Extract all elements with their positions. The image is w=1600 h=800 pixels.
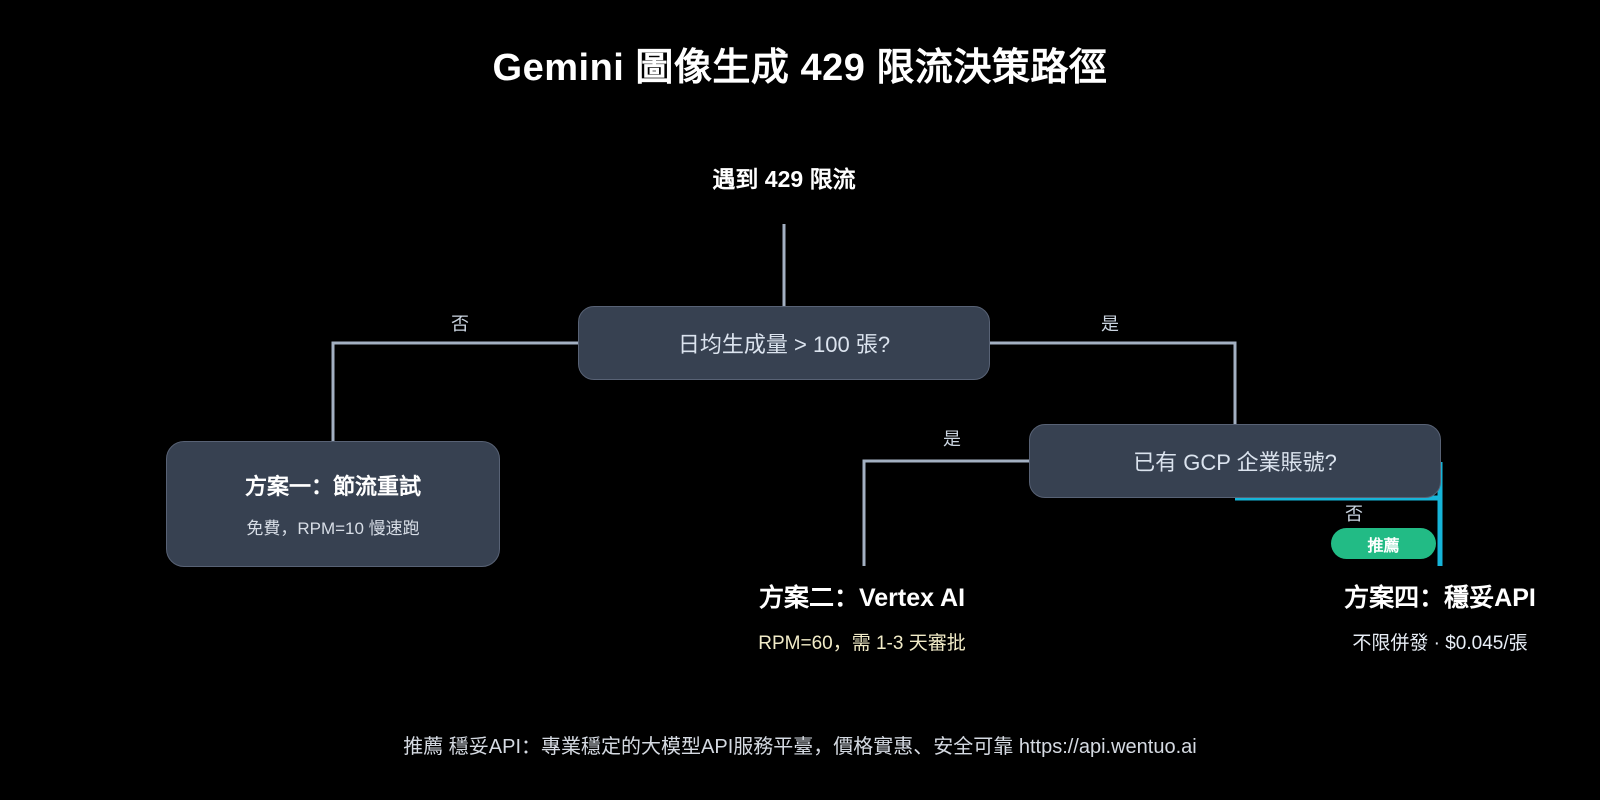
leaf-node-throttle-retry[interactable]: 方案一：節流重試 免費，RPM=10 慢速跑 bbox=[166, 441, 500, 567]
recommended-badge-label: 推薦 bbox=[1367, 537, 1400, 555]
edge-decision1-no bbox=[331, 341, 578, 441]
leaf-node-wentuo-api-title: 方案四：穩妥API bbox=[1344, 584, 1536, 612]
leaf-node-wentuo-api[interactable]: 方案四：穩妥API 不限併發 · $0.045/張 bbox=[1290, 584, 1590, 654]
edge-label-yes-decision1: 是 bbox=[1101, 314, 1119, 334]
decision-node-daily-volume[interactable]: 日均生成量 > 100 張? bbox=[578, 306, 990, 380]
decision-node-daily-volume-label: 日均生成量 > 100 張? bbox=[677, 332, 891, 357]
footer-promo-text: 推薦 穩妥API：專業穩定的大模型API服務平臺，價格實惠、安全可靠 https… bbox=[403, 736, 1197, 758]
recommended-badge: 推薦 bbox=[1331, 528, 1436, 559]
leaf-node-throttle-retry-title: 方案一：節流重試 bbox=[244, 474, 421, 499]
root-node-label: 遇到 429 限流 bbox=[712, 166, 856, 192]
edge-label-yes-decision2: 是 bbox=[943, 429, 961, 449]
edge-decision2-yes bbox=[862, 459, 1029, 566]
leaf-node-vertex-ai[interactable]: 方案二：Vertex AI RPM=60，需 1-3 天審批 bbox=[712, 584, 1012, 654]
decision-node-gcp-account[interactable]: 已有 GCP 企業賬號? bbox=[1029, 424, 1441, 498]
decision-node-gcp-account-label: 已有 GCP 企業賬號? bbox=[1133, 450, 1337, 475]
leaf-node-vertex-ai-subtitle: RPM=60，需 1-3 天審批 bbox=[758, 632, 966, 654]
leaf-node-vertex-ai-title: 方案二：Vertex AI bbox=[758, 584, 966, 612]
leaf-node-throttle-retry-subtitle: 免費，RPM=10 慢速跑 bbox=[246, 519, 420, 538]
leaf-node-wentuo-api-subtitle: 不限併發 · $0.045/張 bbox=[1352, 632, 1528, 654]
page-title: Gemini 圖像生成 429 限流決策路徑 bbox=[492, 47, 1108, 89]
edge-decision1-yes bbox=[990, 341, 1237, 424]
edge-label-no-decision2: 否 bbox=[1345, 504, 1363, 524]
edge-label-no-decision1: 否 bbox=[451, 314, 469, 334]
